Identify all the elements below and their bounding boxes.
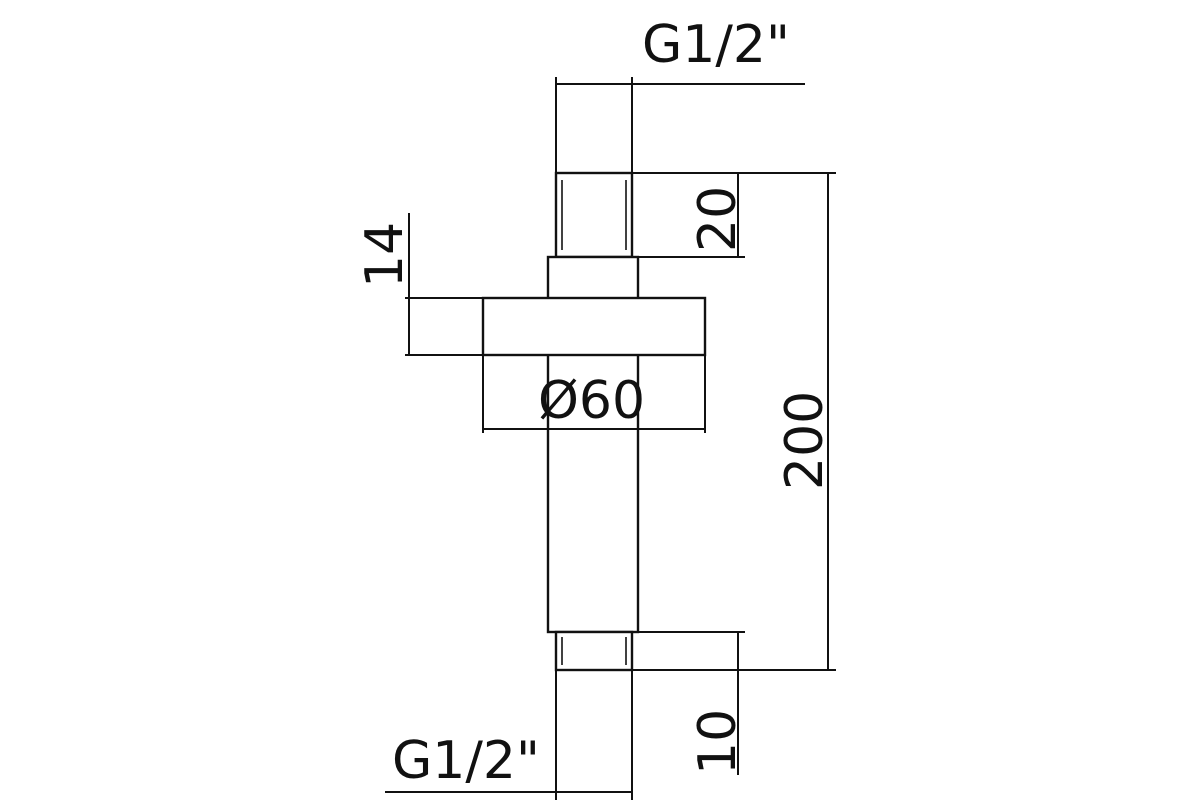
- dim-bottom-thread-length: [638, 631, 745, 775]
- label-total-length: 200: [775, 391, 835, 490]
- dim-flange-thickness: [405, 213, 483, 356]
- label-thread-top: G1/2": [642, 15, 790, 75]
- label-thread-bottom: G1/2": [392, 731, 540, 791]
- dim-flange-diameter: [482, 355, 706, 433]
- dim-total-length: [632, 172, 836, 671]
- dim-top-thread-width: [555, 77, 805, 173]
- label-top-thread-length: 20: [688, 186, 748, 252]
- flange: [481, 296, 707, 357]
- bottom-thread: [554, 630, 634, 672]
- top-thread: [554, 171, 634, 259]
- label-flange-thickness: 14: [355, 222, 415, 288]
- label-bottom-thread-length: 10: [688, 709, 748, 775]
- dim-bottom-thread-width: [385, 670, 633, 800]
- label-flange-diameter: Ø60: [538, 371, 645, 431]
